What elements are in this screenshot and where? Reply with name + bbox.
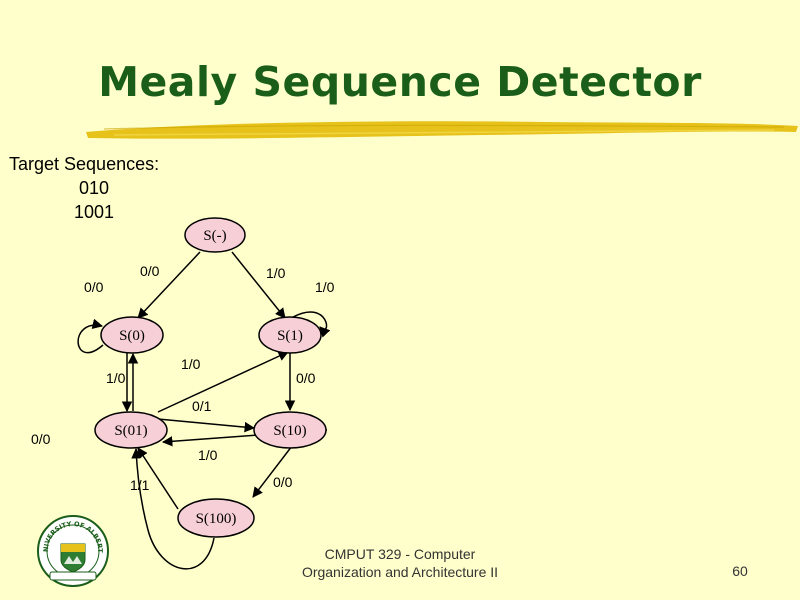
slide-title: Mealy Sequence Detector [98,58,702,106]
edge-s0-self-loop [77,318,104,354]
target-sequence-2: 1001 [73,202,115,222]
label-dash-to-s1: 1/0 [266,265,286,281]
label-s01-to-s1: 1/0 [181,356,201,372]
targets-heading: Target Sequences: [9,154,160,174]
state-s01-label: S(01) [114,423,147,439]
state-s10: S(10) [253,411,327,449]
label-s10-to-s01: 1/0 [198,447,218,463]
edge-dash-to-s0 [137,251,201,319]
title-underline-brush [86,121,798,139]
state-s100: S(100) [177,498,255,538]
edge-s01-to-s10 [157,418,256,433]
label-s01-left: 0/0 [31,431,51,447]
edge-s100-loop-to-s01 [131,447,215,570]
label-s01-to-s10: 0/1 [192,398,212,414]
state-s10-label: S(10) [273,423,306,439]
edge-s1-self-loop [292,311,331,338]
edge-s01-to-s1 [157,351,289,413]
state-s-dash: S(-) [184,217,246,253]
edge-s100-to-s01 [137,447,179,510]
footer-course-line-1: CMPUT 329 - Computer [324,546,476,562]
state-s0-label: S(0) [119,328,145,344]
label-s1-to-s10: 0/0 [296,370,316,386]
edge-dash-to-s1 [231,251,286,319]
label-s0-to-s01: 1/0 [106,370,126,386]
state-s01: S(01) [94,411,168,449]
state-s-dash-label: S(-) [203,228,226,244]
state-s0: S(0) [100,316,164,354]
footer-course-line-2: Organization and Architecture II [301,564,499,580]
slide-footer: CMPUT 329 - Computer Organization and Ar… [270,545,530,581]
edge-s10-to-s100 [252,445,293,498]
state-s1: S(1) [258,316,322,354]
target-sequence-1: 010 [78,178,110,198]
page-number: 60 [732,563,748,579]
university-of-alberta-seal: UNIVERSITY OF ALBERTA [36,514,109,587]
state-s100-label: S(100) [196,511,237,527]
label-s1-self: 1/0 [315,279,335,295]
label-s100-to-s01: 1/1 [130,477,150,493]
label-s0-self: 0/0 [84,279,104,295]
target-sequences: Target Sequences: 010 1001 [9,152,179,224]
state-s1-label: S(1) [277,328,303,344]
label-s10-to-s100: 0/0 [273,474,293,490]
label-dash-to-s0: 0/0 [140,263,160,279]
